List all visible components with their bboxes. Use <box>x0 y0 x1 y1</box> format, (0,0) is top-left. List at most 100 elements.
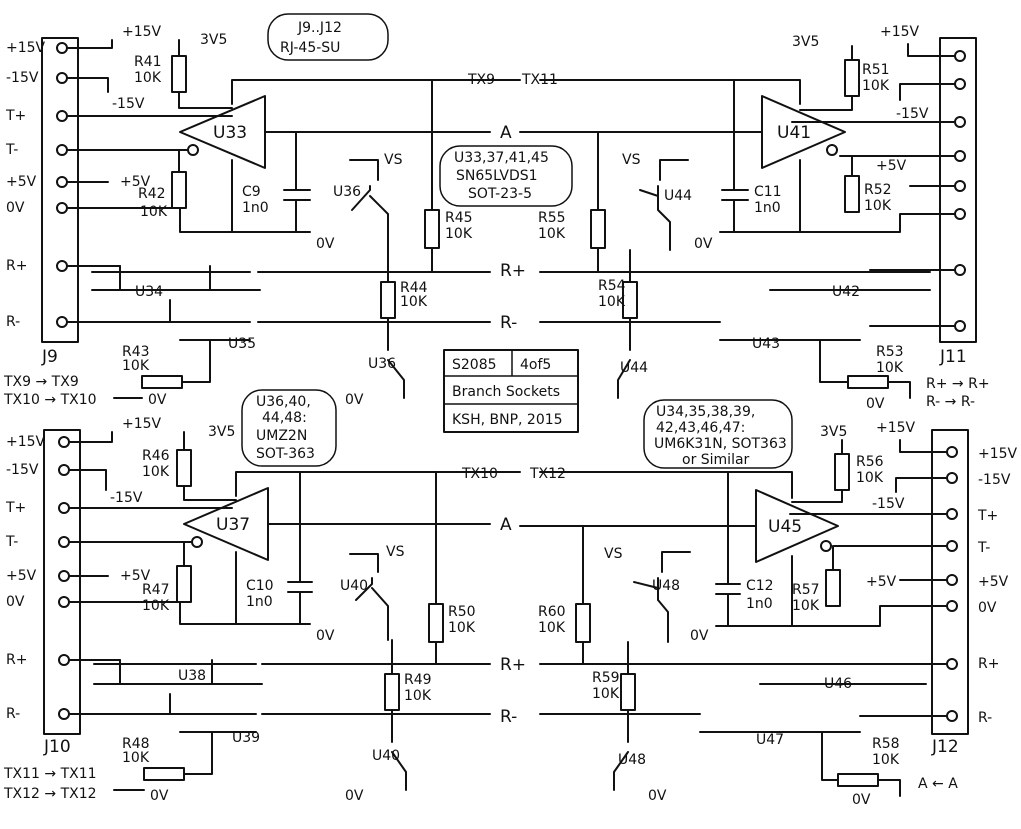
note-drivers-line2: SN65LVDS1 <box>456 168 538 184</box>
r51-value: 10K <box>862 78 890 94</box>
r42-label: R42 <box>138 186 166 202</box>
quadrant-j11: J11 +15V 3V5 -15V +5V R51 10K R52 10K U4… <box>519 24 990 412</box>
resistor-r44 <box>380 281 396 319</box>
connector-j12-label: J12 <box>931 737 959 757</box>
u40b-label: U40 <box>372 748 400 764</box>
note-pnp-line4: SOT-363 <box>256 446 315 462</box>
r42-value: 10K <box>140 204 168 220</box>
r52-value: 10K <box>864 198 892 214</box>
net-0v-u33: 0V <box>316 236 335 252</box>
r49-value: 10K <box>404 688 432 704</box>
net-0v-u40: 0V <box>345 788 364 804</box>
note-connectors-line1: J9..J12 <box>297 20 342 36</box>
r45-label: R45 <box>445 210 473 226</box>
resistor-r59 <box>620 673 636 711</box>
note-pnp-line3: UMZ2N <box>256 428 307 444</box>
u46-label: U46 <box>824 676 852 692</box>
note-line-drivers: U33,37,41,45 SN65LVDS1 SOT-23-5 <box>439 145 573 207</box>
pin-label-rplus-j9: R+ <box>6 258 27 274</box>
r55-value: 10K <box>538 226 566 242</box>
connector-j10-body <box>43 429 81 735</box>
u45-label: U45 <box>768 517 802 537</box>
u43-label: U43 <box>752 336 780 352</box>
net-rplus-bottom: R+ <box>500 655 526 675</box>
resistor-r55 <box>590 209 606 249</box>
title-drawing-number: S2085 <box>452 357 497 373</box>
r59-label: R59 <box>592 670 620 686</box>
resistor-r47 <box>176 565 192 603</box>
net-0v-u45: 0V <box>690 628 709 644</box>
net-p5-j10: +5V <box>120 568 151 584</box>
r60-value: 10K <box>538 620 566 636</box>
xref-rminus: R- → R- <box>926 394 975 410</box>
pin-label-m15-j10: -15V <box>6 462 39 478</box>
pin-label-rplus-j12: R+ <box>978 656 999 672</box>
pin-label-rplus-j10: R+ <box>6 652 27 668</box>
net-tx12: TX12 <box>529 466 566 482</box>
r46-value: 10K <box>142 464 170 480</box>
resistor-r57 <box>825 569 841 607</box>
note-fets-line2: 42,43,46,47: <box>656 420 745 436</box>
net-0v-u37: 0V <box>316 628 335 644</box>
resistor-r46 <box>176 449 192 487</box>
pin-label-tplus-j9: T+ <box>5 108 26 124</box>
c12-value: 1n0 <box>746 596 773 612</box>
c12-label: C12 <box>746 578 774 594</box>
connector-j12-body <box>931 429 969 735</box>
net-m15-j12: -15V <box>872 496 905 512</box>
r44-value: 10K <box>400 294 428 310</box>
net-p5-j9: +5V <box>120 174 151 190</box>
r50-label: R50 <box>448 604 476 620</box>
r54-value: 10K <box>598 294 626 310</box>
net-rminus-bottom: R- <box>500 707 517 727</box>
title-sheet-name: Branch Sockets <box>452 384 560 400</box>
resistor-r49 <box>384 673 400 711</box>
net-p15-j11: +15V <box>880 24 920 40</box>
r58-value: 10K <box>872 752 900 768</box>
net-0v-r58: 0V <box>852 792 871 808</box>
u48b-label: U48 <box>618 752 646 768</box>
pin-label-p5-j12: +5V <box>978 574 1009 590</box>
r57-value: 10K <box>792 598 820 614</box>
r48-value: 10K <box>122 750 150 766</box>
pin-label-p5-j9: +5V <box>6 174 37 190</box>
resistor-r45 <box>424 209 440 249</box>
note-connectors-line2: RJ-45-SU <box>280 40 340 56</box>
resistor-r41 <box>171 55 187 93</box>
u36-label: U36 <box>333 184 361 200</box>
connector-j9-label: J9 <box>41 347 58 367</box>
net-vs-u40: VS <box>386 544 405 560</box>
net-3v5-j11: 3V5 <box>792 34 819 50</box>
pin-label-rminus-j12: R- <box>978 710 992 726</box>
pin-label-tplus-j12: T+ <box>977 508 998 524</box>
pin-label-rminus-j9: R- <box>6 314 20 330</box>
pin-label-m15-j12: -15V <box>978 472 1011 488</box>
pin-label-p15-j9: +15V <box>6 40 46 56</box>
net-0v-u48: 0V <box>648 788 667 804</box>
net-vs-u44: VS <box>622 152 641 168</box>
r60-label: R60 <box>538 604 566 620</box>
title-author: KSH, BNP, 2015 <box>452 412 563 428</box>
resistor-r48 <box>143 767 185 781</box>
net-0v-u36: 0V <box>345 392 364 408</box>
note-drivers-line1: U33,37,41,45 <box>454 150 549 166</box>
r53-label: R53 <box>876 344 904 360</box>
note-fets: U34,35,38,39, 42,43,46,47: UM6K31N, SOT3… <box>643 399 793 469</box>
note-fets-line1: U34,35,38,39, <box>656 404 755 420</box>
j11-terminals <box>954 50 966 332</box>
r41-value: 10K <box>134 70 162 86</box>
connector-j10-label: J10 <box>43 737 71 757</box>
pin-label-tminus-j12: T- <box>977 540 990 556</box>
u38-label: U38 <box>178 668 206 684</box>
r48-label: R48 <box>122 736 150 752</box>
pin-label-m15-j9: -15V <box>6 70 39 86</box>
j12-terminals <box>946 446 958 722</box>
r43-value: 10K <box>122 358 150 374</box>
pin-label-tminus-j9: T- <box>5 142 18 158</box>
c11-value: 1n0 <box>754 200 781 216</box>
r49-label: R49 <box>404 672 432 688</box>
net-p15-j10: +15V <box>122 416 162 432</box>
u41-label: U41 <box>777 123 811 143</box>
title-sheet-number: 4of5 <box>520 357 551 373</box>
